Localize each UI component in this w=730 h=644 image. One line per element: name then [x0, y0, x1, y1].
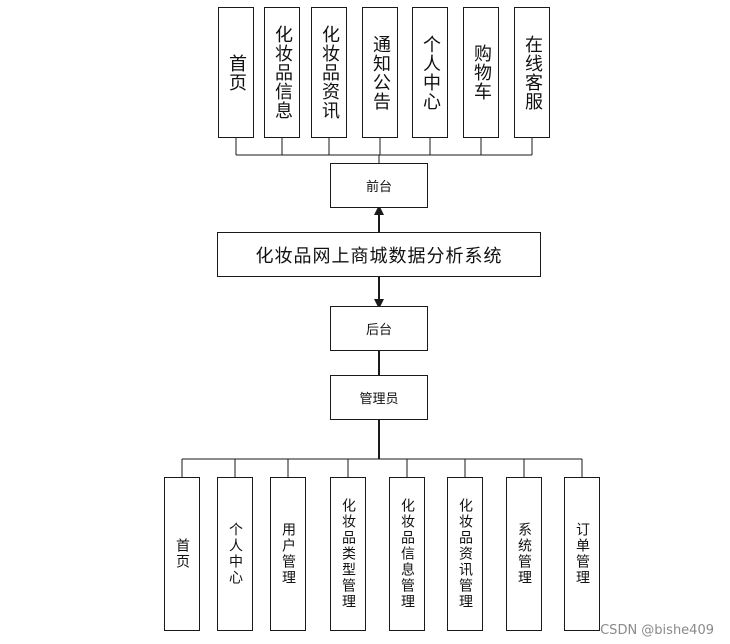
- frontend-module-box: 首页: [218, 7, 254, 138]
- admin-module-label: 化妆品资讯管理: [457, 498, 473, 610]
- admin-module-label: 个人中心: [227, 522, 243, 586]
- watermark-text: CSDN @bishe409: [600, 623, 714, 638]
- frontend-module-box: 化妆品信息: [264, 7, 300, 138]
- admin-module-box: 化妆品资讯管理: [447, 477, 483, 631]
- system-title: 化妆品网上商城数据分析系统: [255, 245, 503, 267]
- frontend-module-label: 化妆品资讯: [319, 25, 340, 120]
- backend-node-label: 后台: [365, 323, 392, 338]
- frontend-node: 前台: [330, 163, 428, 208]
- frontend-module-box: 在线客服: [514, 7, 550, 138]
- backend-connector-lines: [181, 420, 583, 477]
- frontend-module-box: 购物车: [463, 7, 499, 138]
- system-title-node: 化妆品网上商城数据分析系统: [217, 232, 541, 277]
- admin-module-label: 用户管理: [280, 522, 296, 586]
- admin-module-box: 化妆品类型管理: [330, 477, 366, 631]
- frontend-module-box: 个人中心: [412, 7, 448, 138]
- frontend-module-label: 通知公告: [370, 34, 391, 111]
- frontend-connector-lines: [235, 138, 533, 163]
- frontend-module-box: 通知公告: [362, 7, 398, 138]
- frontend-module-label: 首页: [226, 53, 247, 92]
- frontend-module-label: 化妆品信息: [272, 25, 293, 120]
- admin-node: 管理员: [330, 375, 428, 420]
- admin-module-box: 首页: [164, 477, 200, 631]
- admin-module-label: 首页: [174, 538, 190, 570]
- admin-module-box: 订单管理: [564, 477, 600, 631]
- admin-module-box: 用户管理: [270, 477, 306, 631]
- admin-module-label: 化妆品信息管理: [399, 498, 415, 610]
- admin-module-label: 化妆品类型管理: [340, 498, 356, 610]
- admin-module-box: 系统管理: [506, 477, 542, 631]
- frontend-module-box: 化妆品资讯: [311, 7, 347, 138]
- backend-node: 后台: [330, 306, 428, 351]
- frontend-module-label: 在线客服: [522, 34, 543, 111]
- admin-module-label: 订单管理: [574, 522, 590, 586]
- admin-node-label: 管理员: [359, 392, 399, 407]
- frontend-node-label: 前台: [365, 180, 392, 195]
- admin-module-label: 系统管理: [516, 522, 532, 586]
- admin-module-box: 化妆品信息管理: [389, 477, 425, 631]
- frontend-module-label: 购物车: [471, 44, 492, 101]
- admin-module-box: 个人中心: [217, 477, 253, 631]
- frontend-module-label: 个人中心: [420, 34, 441, 111]
